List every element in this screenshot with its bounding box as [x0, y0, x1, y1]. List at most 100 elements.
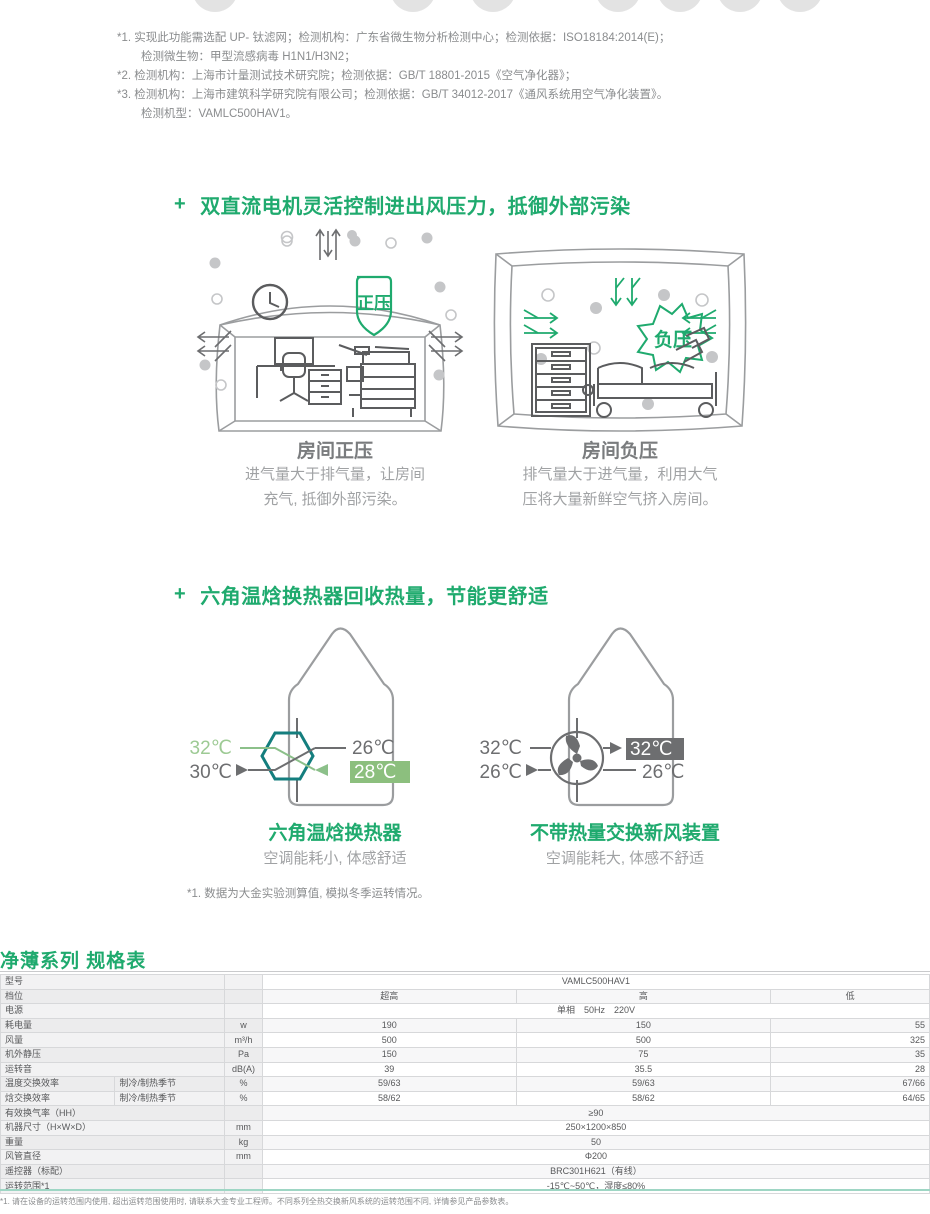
spec-row-value: 50 [261, 1134, 930, 1151]
spec-row-label: 风管直径 [0, 1149, 225, 1165]
footnote-3-cont: 检测机型：VAMLC500HAV1。 [141, 108, 298, 120]
negative-pressure-body-line-2: 压将大量新鲜空气挤入房间。 [522, 491, 718, 508]
spec-row-unit [223, 1163, 263, 1180]
negative-pressure-caption-body: 排气量大于进气量，利用大气 压将大量新鲜空气挤入房间。 [470, 462, 770, 512]
negative-pressure-caption-title: 房间负压 [581, 441, 658, 462]
spec-row-value: 59/63 [261, 1076, 517, 1092]
spec-row-value: 低 [770, 988, 930, 1005]
spec-row-value: 325 [770, 1032, 930, 1048]
spec-table-title: 净薄系列 规格表 [0, 951, 147, 972]
hex-outdoor-out-temp: 30℃ [190, 762, 232, 783]
spec-row-label: 重量 [0, 1134, 225, 1151]
positive-pressure-caption-title: 房间正压 [296, 441, 373, 462]
bottom-note: *1. 请在设备的运转范围内使用, 超出运转范围使用时, 请联系大金专业工程师。… [0, 1197, 514, 1206]
spec-row-value: 250×1200×850 [261, 1119, 930, 1136]
spec-row-value: 150 [515, 1017, 772, 1034]
spec-row-value: 35.5 [515, 1061, 772, 1078]
spec-row: 档位 超高高低 [0, 988, 930, 1005]
hex-supply-temp-highlight [350, 761, 410, 783]
spec-row-value: 59/63 [515, 1076, 772, 1092]
pollutant-chip-1: NO2 [390, 0, 436, 12]
spec-row-unit: mm [223, 1149, 263, 1165]
spec-row-value: ≥90 [261, 1105, 930, 1121]
nohex-supply-temp-highlight [626, 738, 684, 760]
spec-row-unit [223, 1178, 263, 1194]
pollutant-chip-4: 毛屑 [657, 0, 703, 12]
footnote-1-cont: 检测微生物：甲型流感病毒 H1N1/H3N2； [141, 51, 356, 63]
spec-row-unit: kg [223, 1134, 263, 1151]
hex-exchanger-title: 六角温焓换热器 [268, 823, 402, 844]
hex-exchanger-diagram: 32℃ 30℃ 26℃ 28℃ [170, 620, 500, 825]
spec-row-value: 55 [770, 1017, 930, 1034]
spec-row-value: VAMLC500HAV1 [261, 974, 930, 990]
negative-pressure-illustration: 负压 [490, 240, 750, 445]
spec-row-value: 35 [770, 1046, 930, 1063]
spec-row-value: 超高 [261, 988, 517, 1005]
spec-row-value: Φ200 [261, 1149, 930, 1165]
nohex-supply-temp: 32℃ [630, 739, 672, 760]
spec-row-label: 机外静压 [0, 1046, 225, 1063]
spec-row-label: 档位 [0, 988, 225, 1005]
spec-row: 运转范围*1 -15℃~50℃，湿度≤80% [0, 1178, 930, 1194]
spec-row-unit [223, 1003, 263, 1019]
no-exchanger-diagram: 32℃ 26℃ 32℃ 26℃ [460, 620, 790, 825]
spec-row-value: 58/62 [515, 1090, 772, 1107]
section-2-note: *1. 数据为大金实验测算值, 模拟冬季运转情况。 [187, 888, 430, 900]
footnote-2: *2. 检测机构：上海市计量测试技术研究院；检测依据：GB/T 18801-20… [117, 70, 577, 82]
spec-row-value: 500 [515, 1032, 772, 1048]
hex-indoor-supply-temp: 28℃ [354, 762, 396, 783]
spec-row-label: 机器尺寸（H×W×D） [0, 1119, 225, 1136]
spec-row-value: 190 [261, 1017, 517, 1034]
spec-row-label: 耗电量 [0, 1017, 225, 1034]
negative-pressure-body-line-1: 排气量大于进气量，利用大气 [522, 466, 718, 483]
spec-row-sublabel: 制冷/制热季节 [114, 1090, 225, 1107]
section-2-heading-text: 六角温焓换热器回收热量，节能更舒适 [200, 586, 549, 608]
spec-row-unit: mm [223, 1119, 263, 1136]
spec-row-label: 运转音 [0, 1061, 225, 1078]
spec-row-unit: w [223, 1017, 263, 1034]
no-exchanger-title: 不带热量交换新风装置 [529, 823, 720, 844]
spec-table-top-rule [0, 971, 930, 972]
spec-row-unit [223, 974, 263, 990]
pollutant-chip-5: PM2.5 [717, 0, 763, 12]
section-1-heading-text: 双直流电机灵活控制进出风压力，抵御外部污染 [200, 196, 631, 218]
spec-table-bottom-rule [0, 1189, 930, 1191]
positive-pressure-caption-body: 进气量大于排气量，让房间 充气, 抵御外部污染。 [190, 462, 480, 512]
spec-row-unit: m³/h [223, 1032, 263, 1048]
positive-pressure-illustration: 正压 [195, 225, 465, 445]
spec-row-label: 有效换气率（HH） [0, 1105, 225, 1121]
positive-pressure-badge-text: 正压 [357, 294, 391, 313]
negative-pressure-badge-text: 负压 [654, 328, 692, 351]
spec-row-label: 型号 [0, 974, 225, 990]
spec-row-unit: Pa [223, 1046, 263, 1063]
plus-icon: + [174, 193, 187, 215]
pollutant-chip-2: SO2 [470, 0, 516, 12]
spec-row-value: 58/62 [261, 1090, 517, 1107]
spec-row-value: 150 [261, 1046, 517, 1063]
spec-row-unit [223, 1105, 263, 1121]
spec-row-label: 遥控器（标配） [0, 1163, 225, 1180]
spec-row-label: 运转范围*1 [0, 1178, 225, 1194]
pollutant-chip-0: 病毒 [192, 0, 238, 12]
no-exchanger-subtitle: 空调能耗大, 体感不舒适 [545, 850, 705, 867]
spec-row-value: 28 [770, 1061, 930, 1078]
spec-row-value: 64/65 [770, 1090, 930, 1107]
spec-row-unit: % [223, 1090, 263, 1107]
pollutant-chip-3: 粉尘 [595, 0, 641, 12]
spec-row-unit [223, 988, 263, 1005]
footnote-1: *1. 实现此功能需选配 UP- 钛滤网；检测机构：广东省微生物分析检测中心；检… [117, 32, 671, 44]
plus-icon-2: + [174, 583, 187, 605]
pollutant-icon-row: 病毒NO2SO2粉尘毛屑PM2.5花粉 [0, 0, 930, 22]
spec-row-value: 高 [515, 988, 772, 1005]
positive-pressure-body-line-1: 进气量大于排气量，让房间 [244, 466, 425, 483]
spec-row: 型号 VAMLC500HAV1 [0, 974, 930, 990]
spec-row-unit: % [223, 1076, 263, 1092]
spec-row: 遥控器（标配） BRC301H621（有线） [0, 1163, 930, 1180]
spec-row-sublabel: 制冷/制热季节 [114, 1076, 225, 1092]
